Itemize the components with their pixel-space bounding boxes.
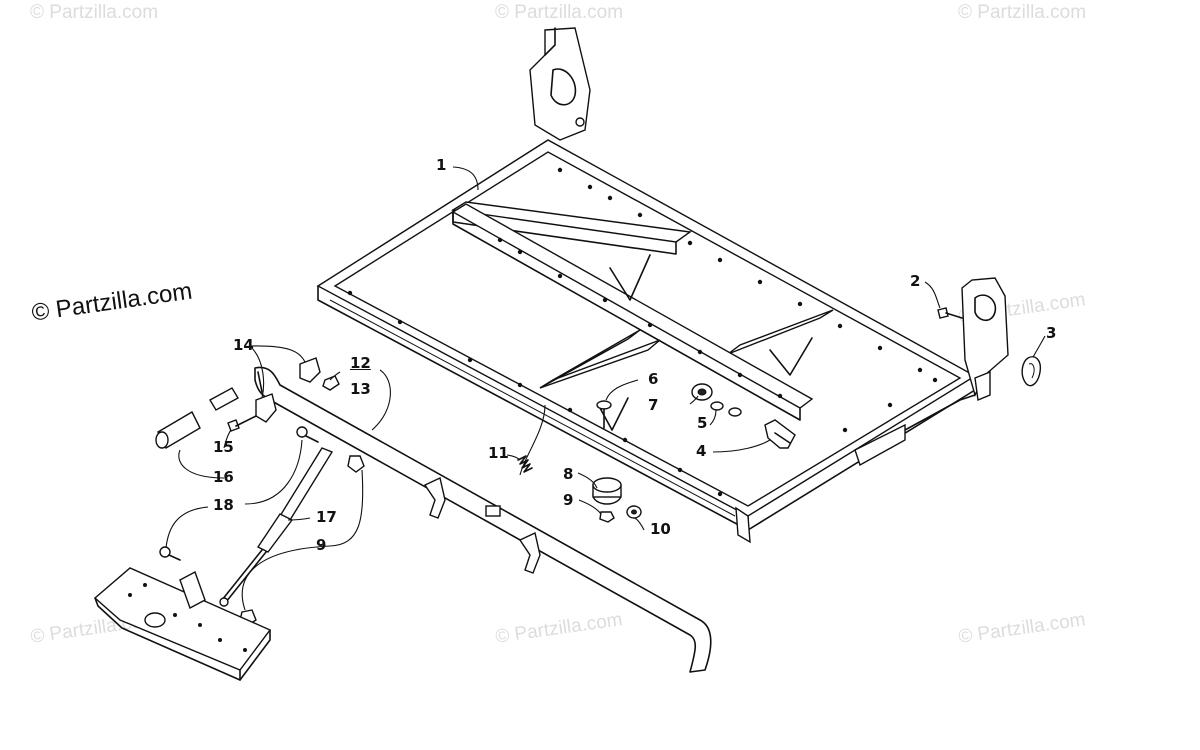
watermark: © Partzilla.com (958, 2, 1087, 23)
callout-17: 17 (316, 508, 337, 526)
callout-2: 2 (910, 272, 921, 290)
callout-3: 3 (1046, 324, 1057, 342)
callout-6: 6 (648, 370, 659, 388)
rack-frame (316, 139, 977, 544)
part-11-spring (517, 455, 533, 473)
part-15-screw (227, 415, 257, 432)
callout-7: 7 (648, 396, 659, 414)
part-16-grip (155, 387, 239, 449)
left-mount-bracket (529, 27, 591, 141)
callout-4: 4 (696, 442, 707, 460)
part-6-pin (596, 400, 612, 429)
callout-8: 8 (563, 465, 574, 483)
part-13-nut (322, 375, 340, 391)
callout-14: 14 (233, 336, 254, 354)
watermark: © Partzilla.com (30, 2, 159, 23)
part-2-bolt (937, 307, 963, 319)
part-9-nut (599, 511, 615, 523)
lever-rod (254, 366, 712, 673)
callout-5: 5 (697, 414, 708, 432)
callout-16: 16 (213, 468, 234, 486)
part-18-bolts (159, 426, 319, 561)
part-8-bumper (592, 477, 622, 505)
callout-15: 15 (213, 438, 234, 456)
part-4-pin (764, 419, 796, 449)
callout-9-upper: 9 (563, 491, 574, 509)
callout-13: 13 (350, 380, 371, 398)
callout-1: 1 (436, 156, 447, 174)
callout-18: 18 (213, 496, 234, 514)
callout-12: 12 (350, 354, 371, 372)
part-5-clips (710, 401, 742, 417)
right-mount-bracket (961, 277, 1009, 401)
callout-11: 11 (488, 444, 509, 462)
callout-10: 10 (650, 520, 671, 538)
callout-9-lower: 9 (316, 536, 327, 554)
part-3-latch (1021, 356, 1042, 387)
lower-mount-plate (93, 567, 272, 681)
part-17-gas-strut (219, 447, 334, 607)
part-7-bushing (691, 383, 713, 401)
part-14-clamp (255, 357, 321, 423)
watermark: © Partzilla.com (495, 2, 624, 23)
part-10-washer (626, 505, 642, 519)
leader-lines (165, 166, 1046, 611)
